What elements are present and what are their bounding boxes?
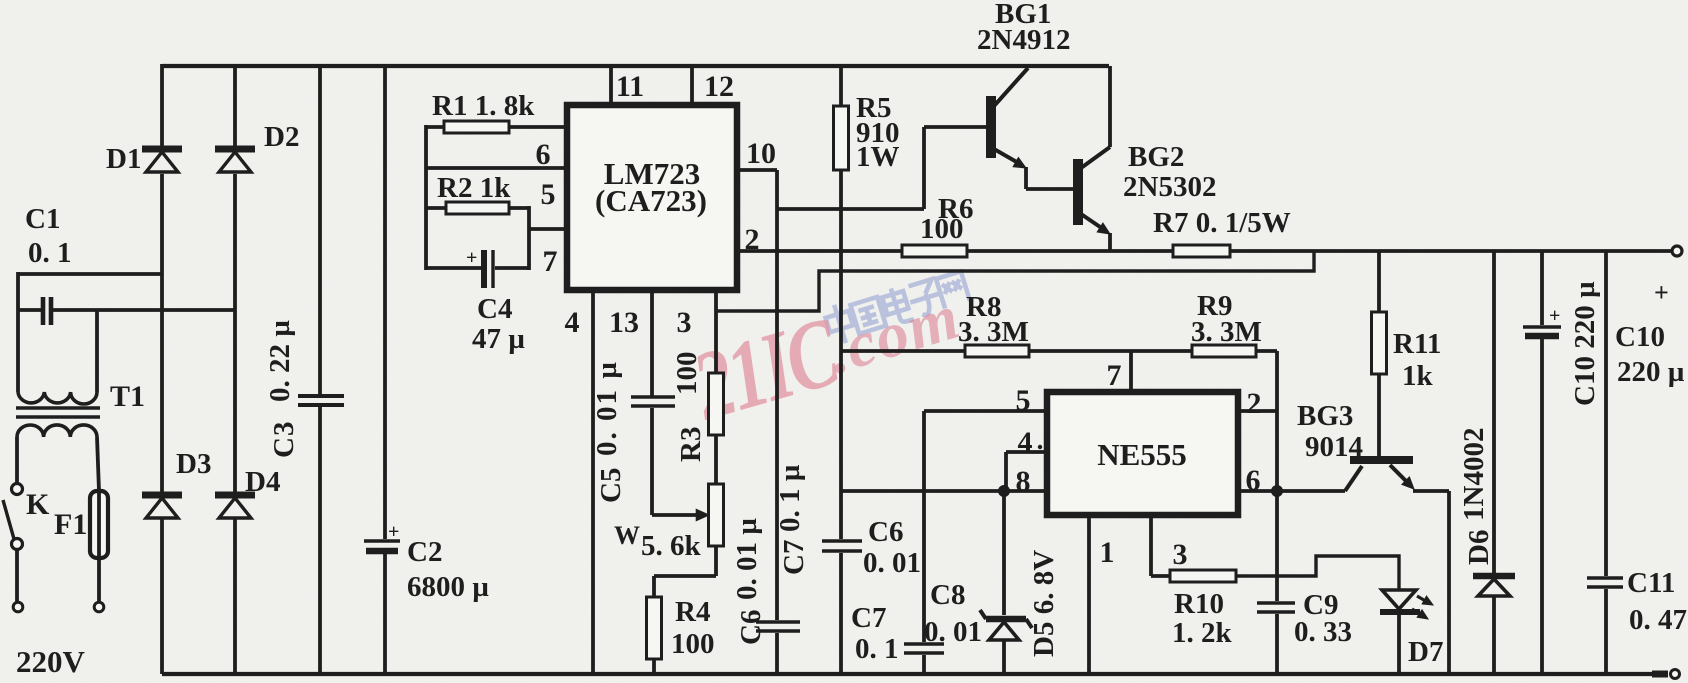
svg-text:LM723: LM723 bbox=[604, 156, 700, 191]
svg-text:R1 1. 8k: R1 1. 8k bbox=[432, 90, 535, 122]
svg-text:0. 01: 0. 01 bbox=[863, 547, 921, 579]
svg-text:5: 5 bbox=[1016, 384, 1031, 417]
svg-text:1k: 1k bbox=[1402, 360, 1434, 392]
svg-text:(CA723): (CA723) bbox=[595, 183, 707, 218]
svg-text:0. 01 µ: 0. 01 µ bbox=[731, 518, 763, 600]
svg-text:R9: R9 bbox=[1197, 290, 1232, 322]
svg-text:2: 2 bbox=[745, 223, 760, 256]
svg-text:R11: R11 bbox=[1393, 328, 1441, 360]
svg-text:8: 8 bbox=[1016, 465, 1031, 498]
svg-text:12: 12 bbox=[704, 70, 734, 103]
svg-text:BG2: BG2 bbox=[1128, 141, 1184, 173]
svg-text:3: 3 bbox=[1173, 538, 1188, 571]
svg-text:F1: F1 bbox=[54, 508, 87, 541]
svg-text:C7: C7 bbox=[778, 540, 810, 575]
svg-text:BG3: BG3 bbox=[1297, 400, 1353, 432]
svg-text:D3: D3 bbox=[176, 448, 211, 480]
svg-text:R5: R5 bbox=[856, 92, 891, 124]
svg-text:+: + bbox=[388, 521, 399, 543]
svg-text:3. 3M: 3. 3M bbox=[958, 316, 1029, 348]
svg-text:11: 11 bbox=[616, 70, 644, 103]
svg-text:R8: R8 bbox=[966, 291, 1001, 323]
svg-text:1. 2k: 1. 2k bbox=[1172, 617, 1233, 649]
svg-text:C3: C3 bbox=[268, 421, 300, 458]
svg-text:1: 1 bbox=[1100, 536, 1115, 569]
svg-text:C5: C5 bbox=[595, 468, 627, 503]
svg-text:C6: C6 bbox=[868, 516, 903, 548]
svg-text:3: 3 bbox=[677, 306, 692, 339]
svg-text:0. 01 µ: 0. 01 µ bbox=[591, 360, 623, 456]
svg-text:0. 22 µ: 0. 22 µ bbox=[264, 320, 296, 402]
svg-text:+: + bbox=[1654, 278, 1669, 307]
svg-text:5. 6k: 5. 6k bbox=[641, 530, 702, 562]
svg-text:47 µ: 47 µ bbox=[472, 323, 525, 355]
svg-text:4: 4 bbox=[1018, 426, 1033, 459]
svg-text:+: + bbox=[466, 247, 477, 269]
svg-text:100: 100 bbox=[671, 628, 715, 660]
svg-text:D4: D4 bbox=[245, 466, 280, 498]
svg-text:C9: C9 bbox=[1303, 589, 1338, 621]
svg-text:C7: C7 bbox=[851, 602, 886, 634]
svg-text:D1: D1 bbox=[106, 143, 141, 175]
svg-text:220 µ: 220 µ bbox=[1617, 356, 1685, 388]
svg-text:100: 100 bbox=[671, 352, 703, 396]
svg-text:R4: R4 bbox=[675, 596, 710, 628]
svg-text:D5 6. 8V: D5 6. 8V bbox=[1028, 550, 1060, 657]
svg-text:6: 6 bbox=[536, 138, 551, 171]
svg-text:4: 4 bbox=[565, 306, 580, 339]
svg-text:R3: R3 bbox=[675, 427, 707, 462]
svg-text:W: W bbox=[614, 521, 640, 550]
svg-text:R2 1k: R2 1k bbox=[437, 172, 511, 204]
svg-text:T1: T1 bbox=[110, 380, 145, 413]
svg-text:3. 3M: 3. 3M bbox=[1191, 316, 1262, 348]
svg-text:2N4912: 2N4912 bbox=[977, 24, 1070, 56]
svg-text:R7 0. 1/5W: R7 0. 1/5W bbox=[1153, 207, 1291, 239]
svg-text:C11: C11 bbox=[1627, 567, 1675, 599]
svg-text:0. 1: 0. 1 bbox=[855, 633, 899, 665]
svg-text:5: 5 bbox=[541, 178, 556, 211]
svg-text:9014: 9014 bbox=[1305, 431, 1363, 463]
svg-text:6: 6 bbox=[1246, 464, 1261, 497]
svg-text:C10: C10 bbox=[1615, 321, 1665, 353]
svg-text:C8: C8 bbox=[930, 579, 965, 611]
svg-text:13: 13 bbox=[609, 306, 639, 339]
svg-text:910: 910 bbox=[856, 117, 900, 149]
svg-text:D6: D6 bbox=[1463, 530, 1495, 565]
svg-text:10: 10 bbox=[746, 137, 776, 170]
svg-text:7: 7 bbox=[1107, 359, 1122, 392]
svg-text:C2: C2 bbox=[407, 536, 442, 568]
svg-text:C4: C4 bbox=[477, 293, 512, 325]
svg-text:R10: R10 bbox=[1174, 588, 1224, 620]
svg-text:2N5302: 2N5302 bbox=[1123, 171, 1216, 203]
svg-text:0. 01: 0. 01 bbox=[924, 616, 982, 648]
svg-text:0. 1 µ: 0. 1 µ bbox=[774, 464, 806, 532]
svg-text:0. 47: 0. 47 bbox=[1629, 604, 1687, 636]
svg-text:220V: 220V bbox=[16, 644, 86, 679]
svg-text:D7: D7 bbox=[1408, 636, 1443, 668]
svg-text:C10 220 µ: C10 220 µ bbox=[1569, 281, 1601, 406]
svg-text:6800 µ: 6800 µ bbox=[407, 571, 489, 603]
svg-text:7: 7 bbox=[543, 245, 558, 278]
svg-text:K: K bbox=[26, 488, 50, 521]
svg-text:0. 33: 0. 33 bbox=[1294, 616, 1352, 648]
svg-text:C1: C1 bbox=[25, 203, 60, 235]
svg-text:+: + bbox=[1549, 305, 1560, 327]
svg-text:2: 2 bbox=[1247, 387, 1262, 420]
svg-text:1W: 1W bbox=[856, 141, 900, 173]
svg-text:1N4002: 1N4002 bbox=[1458, 428, 1490, 521]
svg-text:NE555: NE555 bbox=[1097, 437, 1187, 472]
svg-text:D2: D2 bbox=[264, 121, 299, 153]
svg-text:C6: C6 bbox=[735, 610, 767, 645]
svg-text:R6: R6 bbox=[938, 193, 973, 225]
svg-text:0. 1: 0. 1 bbox=[28, 237, 72, 269]
svg-text:100: 100 bbox=[920, 213, 964, 245]
svg-text:BG1: BG1 bbox=[995, 0, 1051, 30]
